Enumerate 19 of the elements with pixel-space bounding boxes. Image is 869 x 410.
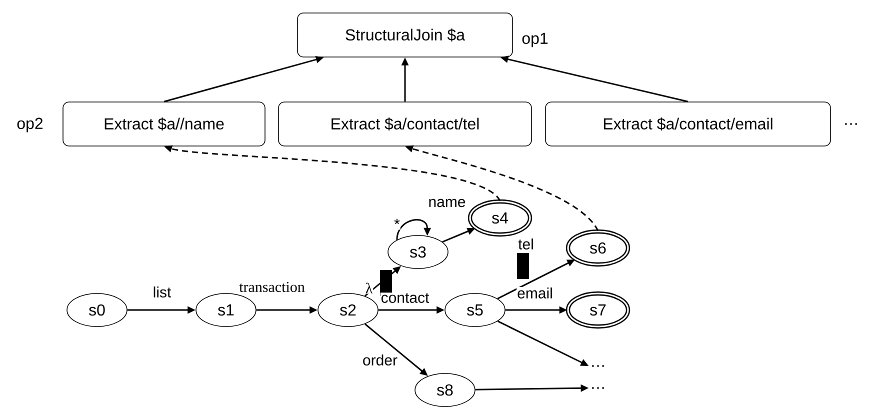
arrow: [396, 219, 432, 240]
operator-box: StructuralJoin $a: [297, 12, 513, 58]
operator-box: Extract $a/contact/email: [545, 102, 831, 146]
ellipsis-text: …: [592, 387, 604, 389]
operator-box: Extract $a/contact/tel: [278, 102, 532, 146]
edge-label: transaction: [238, 281, 306, 293]
edge-label: tel: [518, 238, 534, 250]
edge-label: contact: [380, 292, 430, 304]
edge-label: name: [428, 198, 466, 208]
edge-label: *: [394, 218, 400, 230]
edge-label: λ: [364, 282, 374, 294]
ellipsis-text: …: [845, 123, 857, 125]
ellipsis-text: …: [592, 365, 604, 367]
operator-label: op2: [17, 118, 43, 132]
edge-label: email: [516, 287, 554, 299]
edge-label: list: [152, 286, 172, 298]
operator-box: Extract $a//name: [62, 102, 266, 146]
operator-label: op1: [522, 32, 548, 48]
edge-label: order: [362, 354, 398, 366]
